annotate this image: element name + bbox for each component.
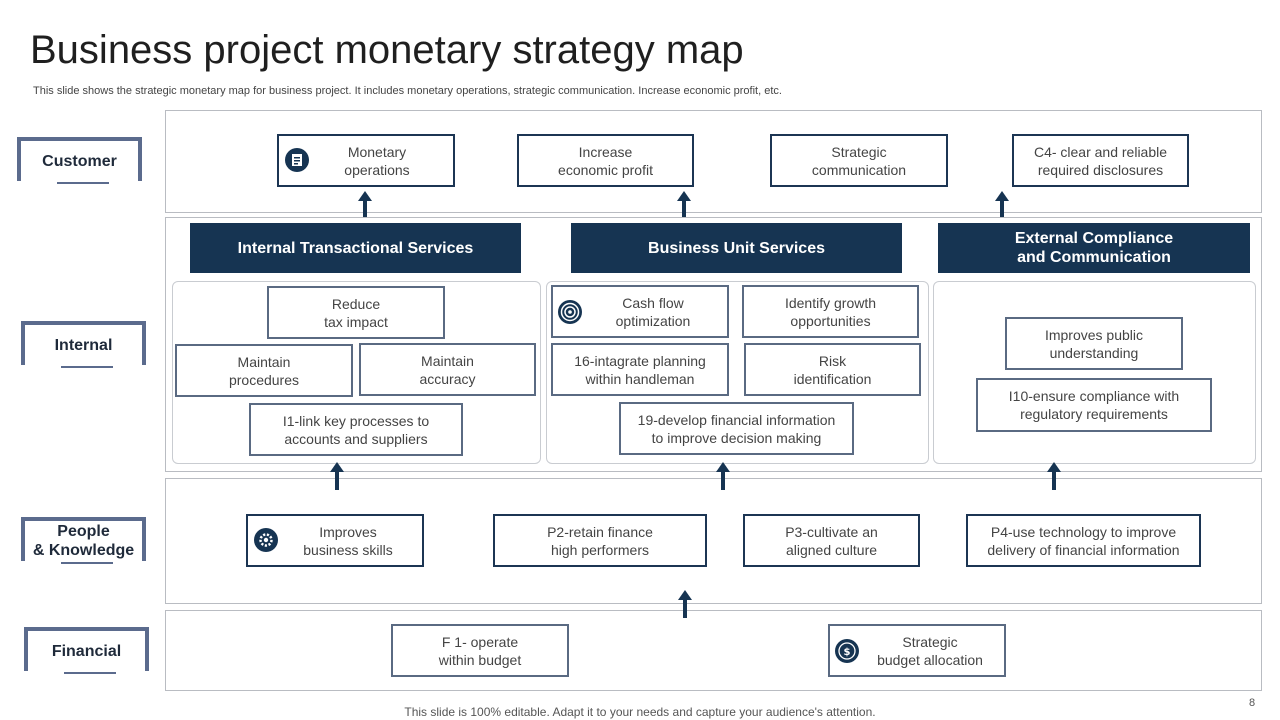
box-improves-public: Improves public understanding — [1005, 317, 1183, 370]
header-business-unit: Business Unit Services — [571, 223, 902, 273]
target-icon — [557, 299, 583, 325]
box-i1-link: I1-link key processes to accounts and su… — [249, 403, 463, 456]
box-maintain-accuracy: Maintain accuracy — [359, 343, 536, 396]
box-identify-growth: Identify growth opportunities — [742, 285, 919, 338]
arrow-up — [1047, 462, 1061, 490]
people-box-p3: P3-cultivate an aligned culture — [743, 514, 920, 567]
row-label-customer: Customer — [17, 137, 142, 184]
customer-box-increase-profit: Increase economic profit — [517, 134, 694, 187]
financial-box-strategic-budget: Strategic budget allocation — [828, 624, 1006, 677]
header-internal-transactional: Internal Transactional Services — [190, 223, 521, 273]
internal-group-right — [933, 281, 1256, 464]
box-risk-identification: Risk identification — [744, 343, 921, 396]
customer-box-strategic-communication: Strategic communication — [770, 134, 948, 187]
row-label-people: People & Knowledge — [21, 517, 146, 564]
svg-text:$: $ — [844, 647, 851, 658]
customer-box-c4: C4- clear and reliable required disclosu… — [1012, 134, 1189, 187]
page-subtitle: This slide shows the strategic monetary … — [33, 85, 782, 97]
footer-note: This slide is 100% editable. Adapt it to… — [404, 705, 876, 719]
arrow-up — [678, 590, 692, 618]
page-number: 8 — [1249, 697, 1256, 709]
arrow-up — [358, 191, 372, 217]
box-i10-ensure: I10-ensure compliance with regulatory re… — [976, 378, 1212, 432]
header-external-compliance: External Compliance and Communication — [938, 223, 1250, 273]
arrow-up — [677, 191, 691, 217]
arrow-up — [330, 462, 344, 490]
document-icon — [285, 148, 309, 172]
box-maintain-procedures: Maintain procedures — [175, 344, 353, 397]
gear-icon — [253, 527, 279, 553]
financial-box-f1: F 1- operate within budget — [391, 624, 569, 677]
people-box-p2: P2-retain finance high performers — [493, 514, 707, 567]
box-reduce-tax: Reduce tax impact — [267, 286, 445, 339]
row-label-financial: Financial — [24, 627, 149, 674]
box-19-develop: 19-develop financial information to impr… — [619, 402, 854, 455]
box-16-integrate: 16-intagrate planning within handleman — [551, 343, 729, 396]
dollar-icon: $ — [834, 638, 860, 664]
people-box-p4: P4-use technology to improve delivery of… — [966, 514, 1201, 567]
financial-panel — [165, 610, 1262, 691]
arrow-up — [995, 191, 1009, 217]
page-title: Business project monetary strategy map — [30, 28, 744, 72]
row-label-internal: Internal — [21, 321, 146, 368]
arrow-up — [716, 462, 730, 490]
